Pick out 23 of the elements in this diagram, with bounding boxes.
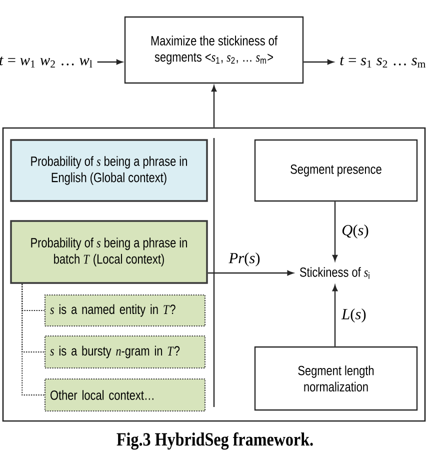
arrow bbox=[97, 59, 123, 65]
arrow bbox=[211, 85, 217, 128]
dotted-box: s is a bursty n-gram in T? bbox=[44, 335, 206, 369]
edge-label: Q(s) bbox=[340, 223, 370, 240]
frame-box bbox=[2, 127, 426, 422]
dotted-box: s is a named entity in T? bbox=[44, 294, 206, 327]
arrow bbox=[208, 270, 294, 276]
dotted-line bbox=[22, 283, 45, 396]
process-box: Segment length normalization bbox=[254, 346, 418, 411]
text-label: Stickiness of s$_{i}$ bbox=[300, 267, 370, 279]
process-box: Segment presence bbox=[254, 139, 418, 202]
process-box: Probability of s being a phrase in English (Global context) bbox=[10, 139, 208, 202]
formula: t = w$_{1}$ w$_{2}$ … w$_{l}$ bbox=[0, 56, 92, 68]
arrow bbox=[332, 285, 338, 346]
arrow bbox=[332, 202, 338, 261]
arrow bbox=[304, 59, 334, 65]
formula: t = s$_{1}$ s$_{2}$ … s$_{m}$ bbox=[340, 56, 426, 68]
caption: Fig.3 HybridSeg framework. bbox=[116, 432, 313, 450]
edge-label: L(s) bbox=[340, 307, 368, 324]
process-box: Maximize the stickiness of segments <s$_{1}$, s$_{2}$, … s$_{m}$> bbox=[124, 16, 304, 84]
edge-label: Pr(s) bbox=[227, 251, 262, 268]
process-box: Probability of s being a phrase in batch T (Local context) bbox=[10, 220, 208, 284]
dotted-box: Other local context… bbox=[44, 378, 206, 412]
